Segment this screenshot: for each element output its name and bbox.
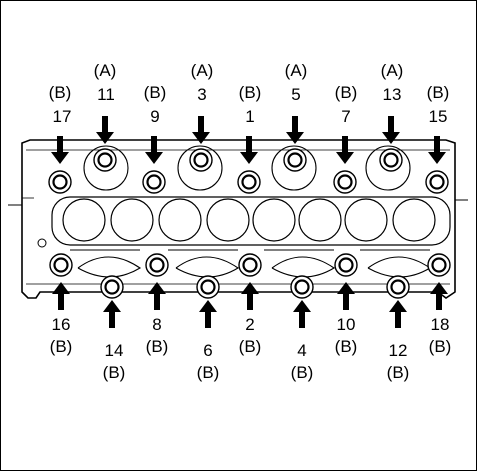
dowel-hole-left [37,238,47,248]
bottom-arrows [52,282,448,328]
combustion-chambers [62,198,436,242]
label-num-2: 2 [245,315,255,334]
label-group-1: (B) [238,83,262,102]
bolt-8 [145,253,169,277]
arrow-up-8 [148,282,166,310]
arrow-up-18 [430,282,448,310]
label-group-14: (B) [102,363,126,382]
label-num-14: 14 [104,341,124,360]
label-num-15: 15 [428,107,448,126]
label-num-8: 8 [152,315,162,334]
label-num-9: 9 [150,107,160,126]
label-group-15: (B) [426,83,450,102]
upper-bolts [48,148,449,194]
bolt-13 [379,148,403,172]
arrow-up-4 [293,300,311,328]
arrow-down-17 [51,136,69,164]
arrow-down-7 [336,136,354,164]
bolt-1 [237,170,261,194]
arrow-down-3 [192,116,210,144]
label-group-2: (B) [238,337,262,356]
upper-cam-bores [83,145,411,191]
bolt-14 [100,275,124,299]
label-num-11: 11 [97,85,115,104]
lower-bolts [49,253,451,299]
arrow-up-6 [199,300,217,328]
bolt-12 [386,275,410,299]
arrow-up-2 [241,282,259,310]
bolt-16 [49,253,73,277]
label-group-3: (A) [190,61,214,80]
label-num-17: 17 [52,107,72,126]
label-num-6: 6 [203,341,213,360]
label-group-9: (B) [143,83,167,102]
gallery-band [51,196,451,246]
bolt-9 [142,170,166,194]
label-num-7: 7 [341,107,351,126]
arrow-up-10 [337,282,355,310]
arrow-down-9 [145,136,163,164]
label-group-4: (B) [290,363,314,382]
bolt-18 [427,253,451,277]
bolt-7 [333,170,357,194]
label-group-18: (B) [428,337,452,356]
arrow-up-12 [389,300,407,328]
bolt-2 [238,253,262,277]
label-num-1: 1 [245,107,255,126]
label-num-18: 18 [430,315,450,334]
label-num-12: 12 [388,341,408,360]
label-num-16: 16 [51,315,71,334]
label-num-4: 4 [297,341,307,360]
bolt-3 [189,148,213,172]
label-num-3: 3 [197,85,207,104]
label-group-7: (B) [334,83,358,102]
label-group-17: (B) [48,83,72,102]
label-group-10: (B) [334,337,358,356]
lower-ports [70,249,432,278]
label-group-12: (B) [386,363,410,382]
label-group-6: (B) [196,363,220,382]
label-group-8: (B) [145,337,169,356]
bolt-6 [196,275,220,299]
label-num-13: 13 [382,85,402,104]
arrow-down-15 [428,136,446,164]
bolt-11 [93,148,117,172]
arrow-up-14 [103,300,121,328]
bolt-10 [334,253,358,277]
arrow-down-13 [382,116,400,144]
arrow-down-11 [96,116,114,144]
arrow-down-5 [286,116,304,144]
top-arrows [51,116,446,164]
label-num-5: 5 [291,85,301,104]
bolt-5 [283,148,307,172]
label-group-13: (A) [380,61,404,80]
bolt-4 [290,275,314,299]
label-num-10: 10 [336,315,356,334]
label-group-5: (A) [284,61,308,80]
bolt-17 [48,170,72,194]
bolt-15 [425,170,449,194]
label-group-16: (B) [49,337,73,356]
label-group-11: (A) [93,61,117,80]
arrow-up-16 [52,282,70,310]
arrow-down-1 [240,136,258,164]
